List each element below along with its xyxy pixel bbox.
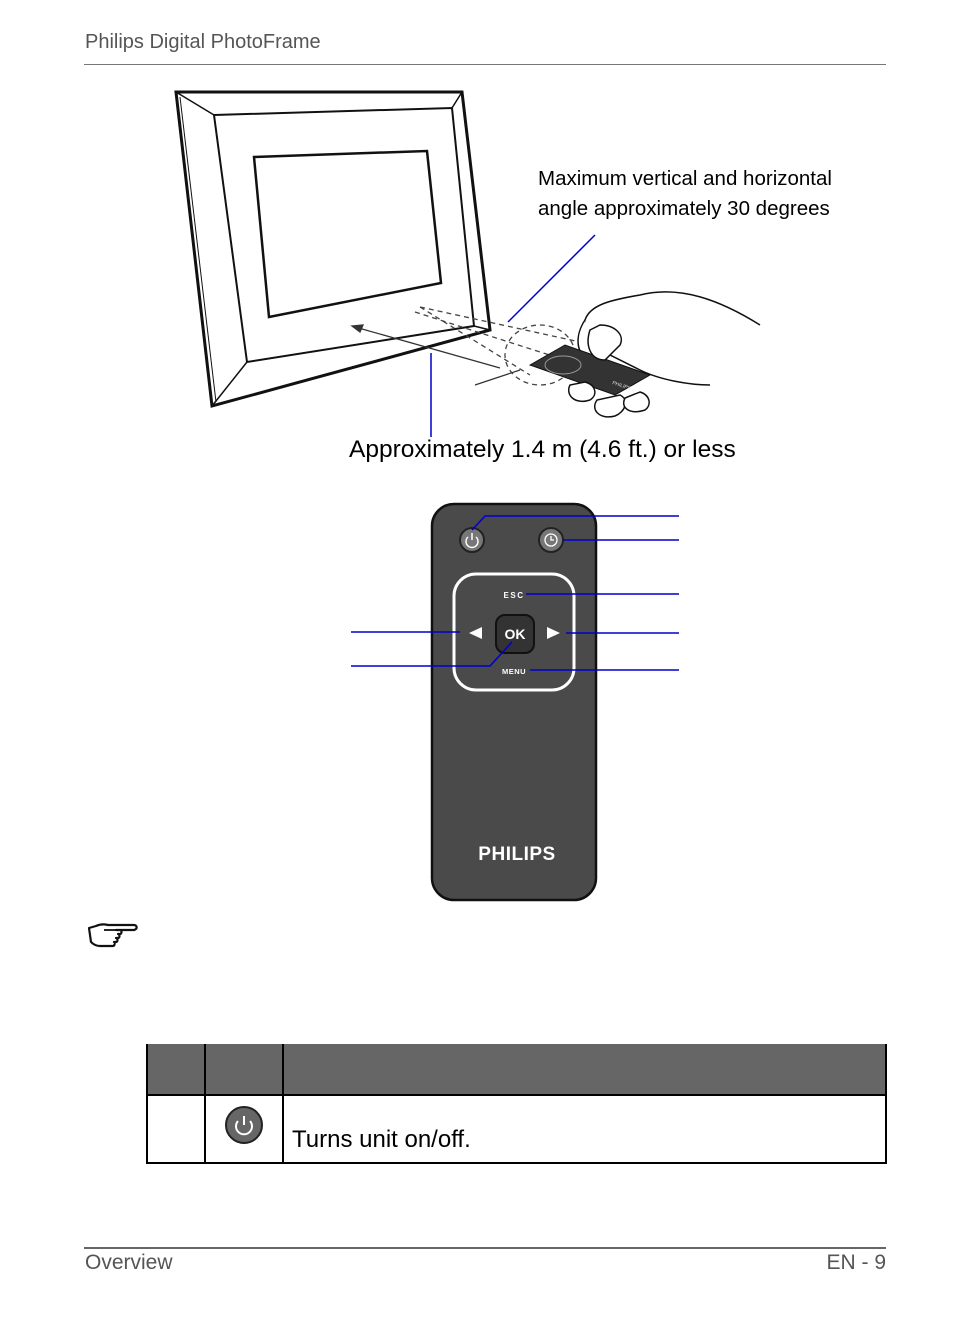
distance-label: Approximately 1.4 m (4.6 ft.) or less (349, 436, 736, 463)
left-arrow-icon (469, 627, 482, 639)
callout-line-2: angle approximately 30 degrees (538, 197, 830, 220)
table-header-row (146, 1044, 887, 1095)
distance-arrow (350, 324, 521, 386)
table-row: Turns unit on/off. (146, 1094, 887, 1164)
power-button (459, 527, 485, 553)
footer-section: Overview (85, 1251, 173, 1274)
table-header-cell-no (146, 1044, 206, 1095)
angle-callout-text: Maximum vertical and horizontal angle ap… (538, 164, 868, 224)
ok-label: OK (505, 626, 526, 642)
pointing-hand-icon (87, 923, 138, 948)
remote-control-diagram: ESC MENU OK PHILIPS (351, 502, 679, 902)
table-header-cell-icon (204, 1044, 284, 1095)
callout-angle-line (507, 234, 596, 323)
frame-remote-illustration: PHILIPS (174, 90, 761, 437)
table-cell-description: Turns unit on/off. (282, 1094, 887, 1164)
small-remote-brand: PHILIPS (611, 380, 632, 392)
table-cell-number (146, 1094, 206, 1164)
table-header-cell-description (282, 1044, 887, 1095)
power-icon (225, 1106, 263, 1144)
right-arrow-icon (547, 627, 560, 639)
menu-label: MENU (502, 667, 526, 676)
header-rule (84, 64, 886, 65)
ok-button (495, 614, 535, 654)
table-cell-icon (204, 1094, 284, 1164)
page-header-title: Philips Digital PhotoFrame (85, 31, 321, 53)
callout-line-1: Maximum vertical and horizontal (538, 167, 832, 190)
button-legend-table: Turns unit on/off. (146, 1044, 887, 1164)
remote-body (430, 502, 598, 902)
hand-fingers (568, 324, 650, 418)
photo-frame-screen (252, 149, 443, 319)
clock-button (538, 527, 564, 553)
footer-page-number: EN - 9 (826, 1251, 886, 1274)
esc-label: ESC (504, 591, 525, 600)
remote-brand-logo: PHILIPS (478, 844, 555, 865)
description-text: Turns unit on/off. (292, 1126, 471, 1153)
footer-rule (84, 1247, 886, 1249)
remote-callout-lines (351, 515, 679, 671)
